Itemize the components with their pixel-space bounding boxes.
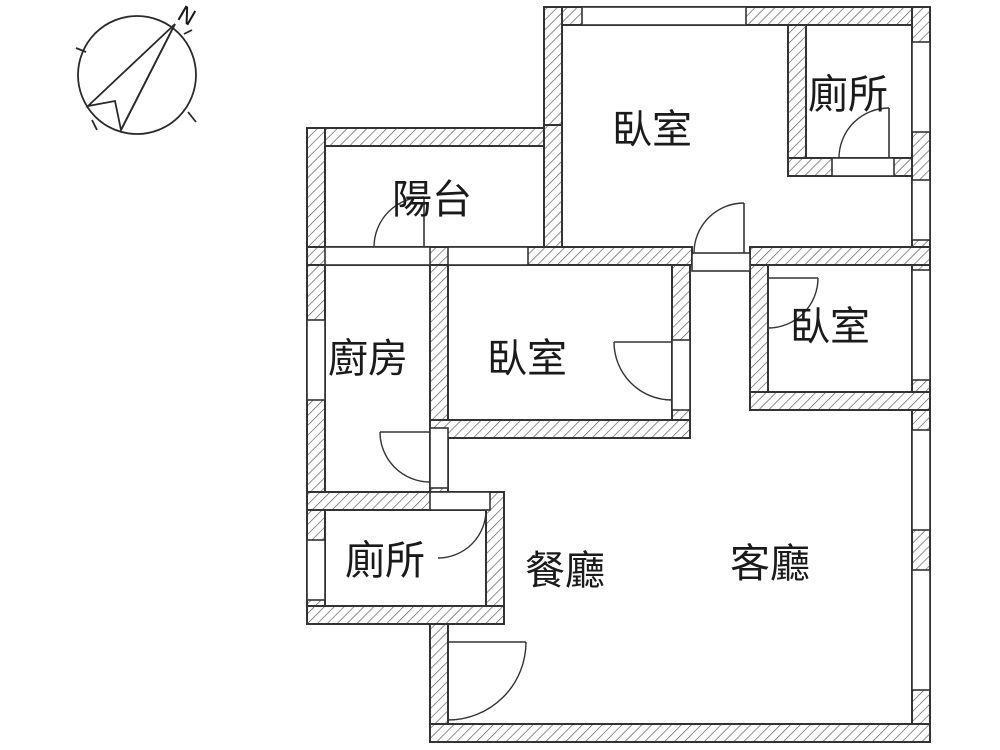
windows [306,6,931,691]
north-label: N [173,2,200,32]
compass-circle [77,15,197,135]
room-label-bedroom-middle: 臥室 [487,336,567,382]
room-labels: 臥室 廁所 陽台 廚房 臥室 臥室 廁所 餐廳 客廳 [328,72,888,594]
room-label-toilet-top: 廁所 [808,72,888,118]
room-label-toilet-bottom: 廁所 [345,538,425,584]
room-label-bedroom-right: 臥室 [790,304,870,350]
compass: N [75,2,200,135]
room-label-balcony: 陽台 [392,177,472,223]
north-arrow-icon [85,23,176,133]
doors [373,107,890,721]
room-label-dining-room: 餐廳 [525,548,605,594]
room-label-kitchen: 廚房 [328,336,408,382]
room-label-bedroom-top: 臥室 [612,107,692,153]
room-label-living-room: 客廳 [730,541,810,587]
